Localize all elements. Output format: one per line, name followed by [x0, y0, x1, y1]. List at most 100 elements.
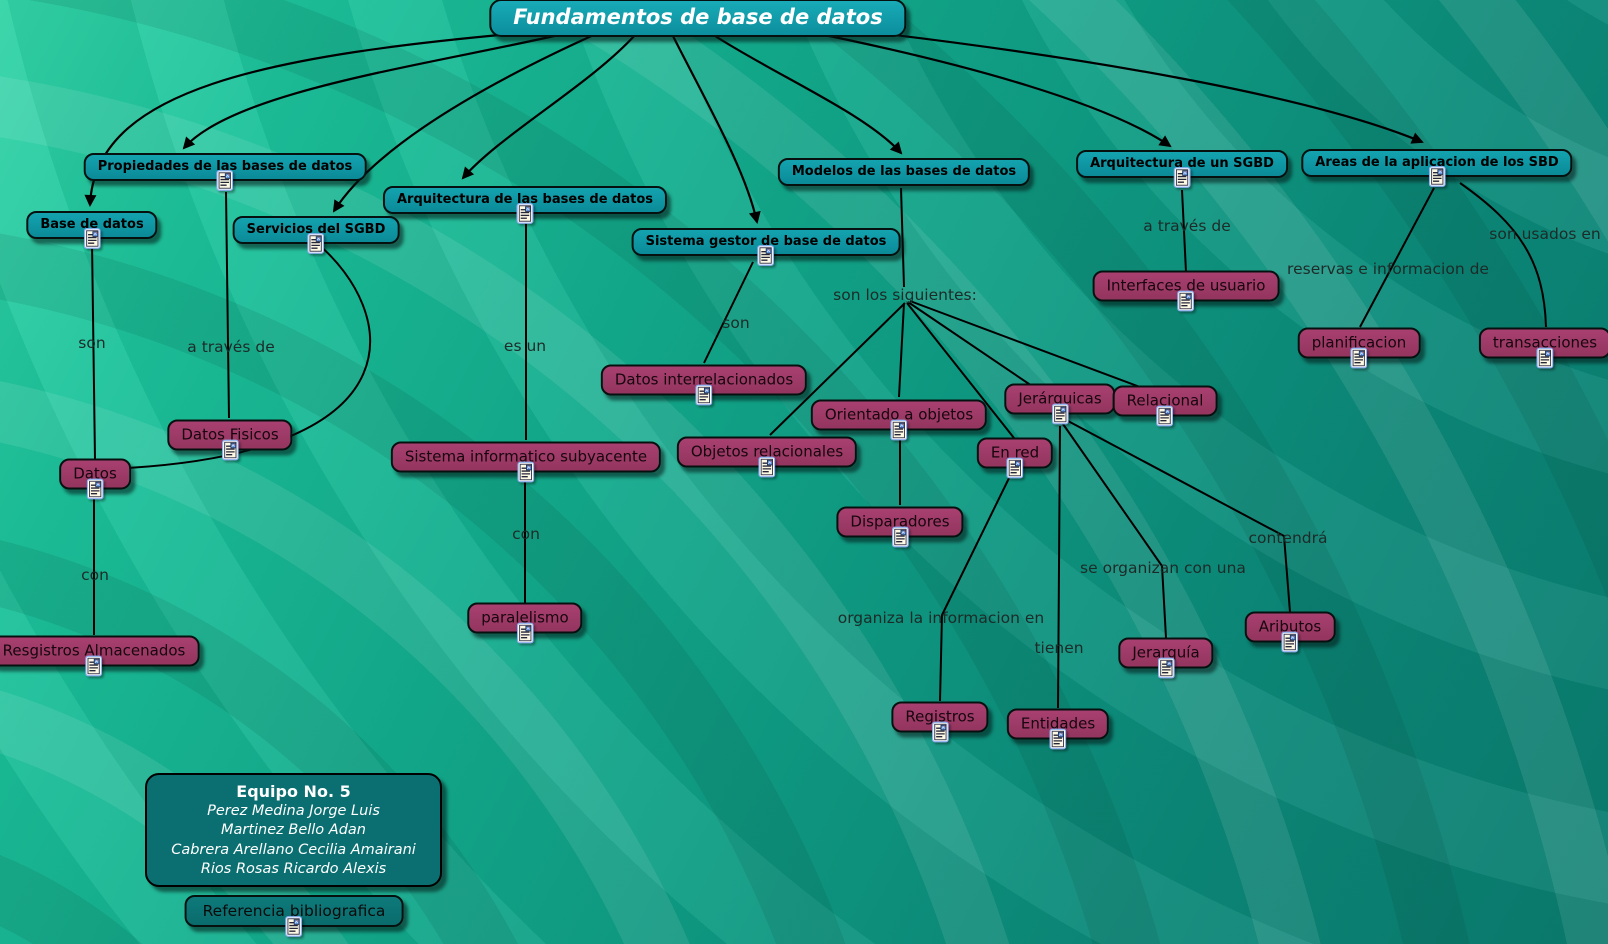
concept-disparadores[interactable]: Disparadores — [836, 506, 964, 538]
link-label-son-left[interactable]: son — [78, 334, 106, 352]
concept-areas-sbd[interactable]: Areas de la aplicacion de los SBD — [1301, 149, 1573, 177]
credits-box[interactable]: Equipo No. 5 Perez Medina Jorge Luis Mar… — [145, 773, 442, 887]
resource-icon[interactable] — [516, 623, 533, 644]
link-label-con-left[interactable]: con — [81, 566, 109, 584]
concept-entidades[interactable]: Entidades — [1006, 708, 1110, 740]
concept-datos-fisicos[interactable]: Datos Fisicos — [167, 419, 293, 451]
resource-icon[interactable] — [1156, 406, 1173, 427]
concept-jerarquicas[interactable]: Jerárquicas — [1004, 383, 1116, 415]
link-label-se-organizan[interactable]: se organizan con una — [1080, 559, 1246, 577]
link-label-a-traves-right[interactable]: a través de — [1143, 217, 1231, 235]
concept-label: En red — [990, 443, 1040, 462]
resource-icon[interactable] — [87, 479, 104, 500]
root-concept[interactable]: Fundamentos de base de datos — [489, 0, 907, 37]
link-label-tienen[interactable]: tienen — [1034, 639, 1084, 657]
concept-paralelismo[interactable]: paralelismo — [467, 602, 583, 634]
resource-icon[interactable] — [1173, 167, 1190, 188]
concept-base-datos[interactable]: Base de datos — [26, 211, 158, 239]
link-label-organiza[interactable]: organiza la informacion en — [837, 609, 1045, 627]
resource-icon[interactable] — [1429, 166, 1446, 187]
resource-icon[interactable] — [285, 916, 302, 937]
credits-member: Cabrera Arellano Cecilia Amairani — [171, 841, 416, 858]
resource-icon[interactable] — [308, 233, 325, 254]
concept-modelos[interactable]: Modelos de las bases de datos — [777, 158, 1031, 186]
concept-label: Servicios del SGBD — [246, 222, 386, 237]
link-label-son-mid[interactable]: son — [722, 314, 750, 332]
concept-label: Objetos relacionales — [690, 442, 844, 461]
concept-label: Jerárquicas — [1018, 389, 1102, 408]
concept-label: Propiedades de las bases de datos — [97, 159, 353, 174]
concept-label: transacciones — [1492, 333, 1598, 352]
link-label-son-los-siguientes[interactable]: son los siguientes: — [833, 286, 977, 304]
concept-label: Orientado a objetos — [824, 405, 974, 424]
resource-icon[interactable] — [85, 656, 102, 677]
link-label-reservas[interactable]: reservas e informacion de — [1287, 260, 1489, 278]
concept-registros[interactable]: Registros — [891, 701, 989, 733]
concept-aributos[interactable]: Aributos — [1244, 611, 1336, 643]
concept-label: Disparadores — [850, 512, 950, 531]
root-concept-label: Fundamentos de base de datos — [513, 5, 883, 29]
resource-icon[interactable] — [518, 462, 535, 483]
concept-datos-interrelacionados[interactable]: Datos interrelacionados — [600, 364, 808, 396]
concept-label: Registros — [905, 707, 975, 726]
resource-icon[interactable] — [696, 385, 713, 406]
resource-icon[interactable] — [1537, 348, 1554, 369]
link-label-con-mid[interactable]: con — [512, 525, 540, 543]
concept-label: Jerarquía — [1132, 643, 1200, 662]
link-label-contendra[interactable]: contendrá — [1248, 529, 1328, 547]
concept-arquitectura-sgbd[interactable]: Arquitectura de un SGBD — [1076, 150, 1288, 178]
concept-interfaces-usuario[interactable]: Interfaces de usuario — [1092, 270, 1280, 302]
resource-icon[interactable] — [757, 245, 774, 266]
concept-label: Interfaces de usuario — [1106, 276, 1266, 295]
concept-en-red[interactable]: En red — [976, 437, 1054, 469]
concept-sistema-gestor[interactable]: Sistema gestor de base de datos — [631, 228, 901, 256]
resource-icon[interactable] — [1282, 632, 1299, 653]
resource-icon[interactable] — [1052, 404, 1069, 425]
credits-member: Perez Medina Jorge Luis — [207, 803, 380, 820]
resource-icon[interactable] — [931, 722, 948, 743]
concept-label: paralelismo — [481, 608, 569, 627]
concept-label: Datos — [73, 464, 117, 483]
concept-jerarquia[interactable]: Jerarquía — [1118, 637, 1214, 669]
concept-label: Entidades — [1020, 714, 1096, 733]
concept-transacciones[interactable]: transacciones — [1478, 327, 1608, 359]
concept-sistema-informatico[interactable]: Sistema informatico subyacente — [390, 441, 662, 473]
resource-icon[interactable] — [890, 420, 907, 441]
resource-icon[interactable] — [1177, 291, 1194, 312]
concept-datos[interactable]: Datos — [59, 458, 131, 490]
concept-label: Datos interrelacionados — [614, 370, 794, 389]
resource-icon[interactable] — [222, 440, 239, 461]
concept-objetos-relacionales[interactable]: Objetos relacionales — [676, 436, 858, 468]
resource-icon[interactable] — [758, 457, 775, 478]
resource-icon[interactable] — [1158, 658, 1175, 679]
resource-icon[interactable] — [1350, 348, 1367, 369]
concept-label: Resgistros Almacenados — [2, 641, 186, 660]
concept-label: Arquitectura de un SGBD — [1090, 156, 1274, 171]
concept-servicios-sgbd[interactable]: Servicios del SGBD — [232, 216, 400, 244]
concept-label: Aributos — [1258, 617, 1322, 636]
resource-icon[interactable] — [1050, 729, 1067, 750]
concept-label: Referencia bibliografica — [202, 902, 386, 920]
resource-icon[interactable] — [517, 203, 534, 224]
credits-member: Rios Rosas Ricardo Alexis — [200, 860, 387, 877]
concept-label: planificacion — [1311, 333, 1407, 352]
resource-icon[interactable] — [892, 527, 909, 548]
concept-planificacion[interactable]: planificacion — [1297, 327, 1421, 359]
concept-referencia-bibliografica[interactable]: Referencia bibliografica — [184, 895, 404, 927]
resource-icon[interactable] — [217, 170, 234, 191]
resource-icon[interactable] — [84, 228, 101, 249]
link-label-es-un[interactable]: es un — [503, 337, 547, 355]
concept-label: Sistema gestor de base de datos — [645, 234, 887, 249]
concept-label: Relacional — [1126, 391, 1204, 410]
concept-label: Areas de la aplicacion de los SBD — [1315, 155, 1559, 170]
concept-orientado-objetos[interactable]: Orientado a objetos — [810, 399, 988, 431]
concept-label: Base de datos — [40, 217, 144, 232]
concept-arquitectura-bd[interactable]: Arquitectura de las bases de datos — [382, 186, 668, 214]
link-label-a-traves-left[interactable]: a través de — [187, 338, 275, 356]
concept-resgistros-almacenados[interactable]: Resgistros Almacenados — [0, 635, 200, 667]
link-label-son-usados-en[interactable]: son usados en — [1489, 225, 1601, 243]
concept-relacional[interactable]: Relacional — [1112, 385, 1218, 417]
concept-propiedades[interactable]: Propiedades de las bases de datos — [83, 153, 367, 181]
resource-icon[interactable] — [1007, 458, 1024, 479]
